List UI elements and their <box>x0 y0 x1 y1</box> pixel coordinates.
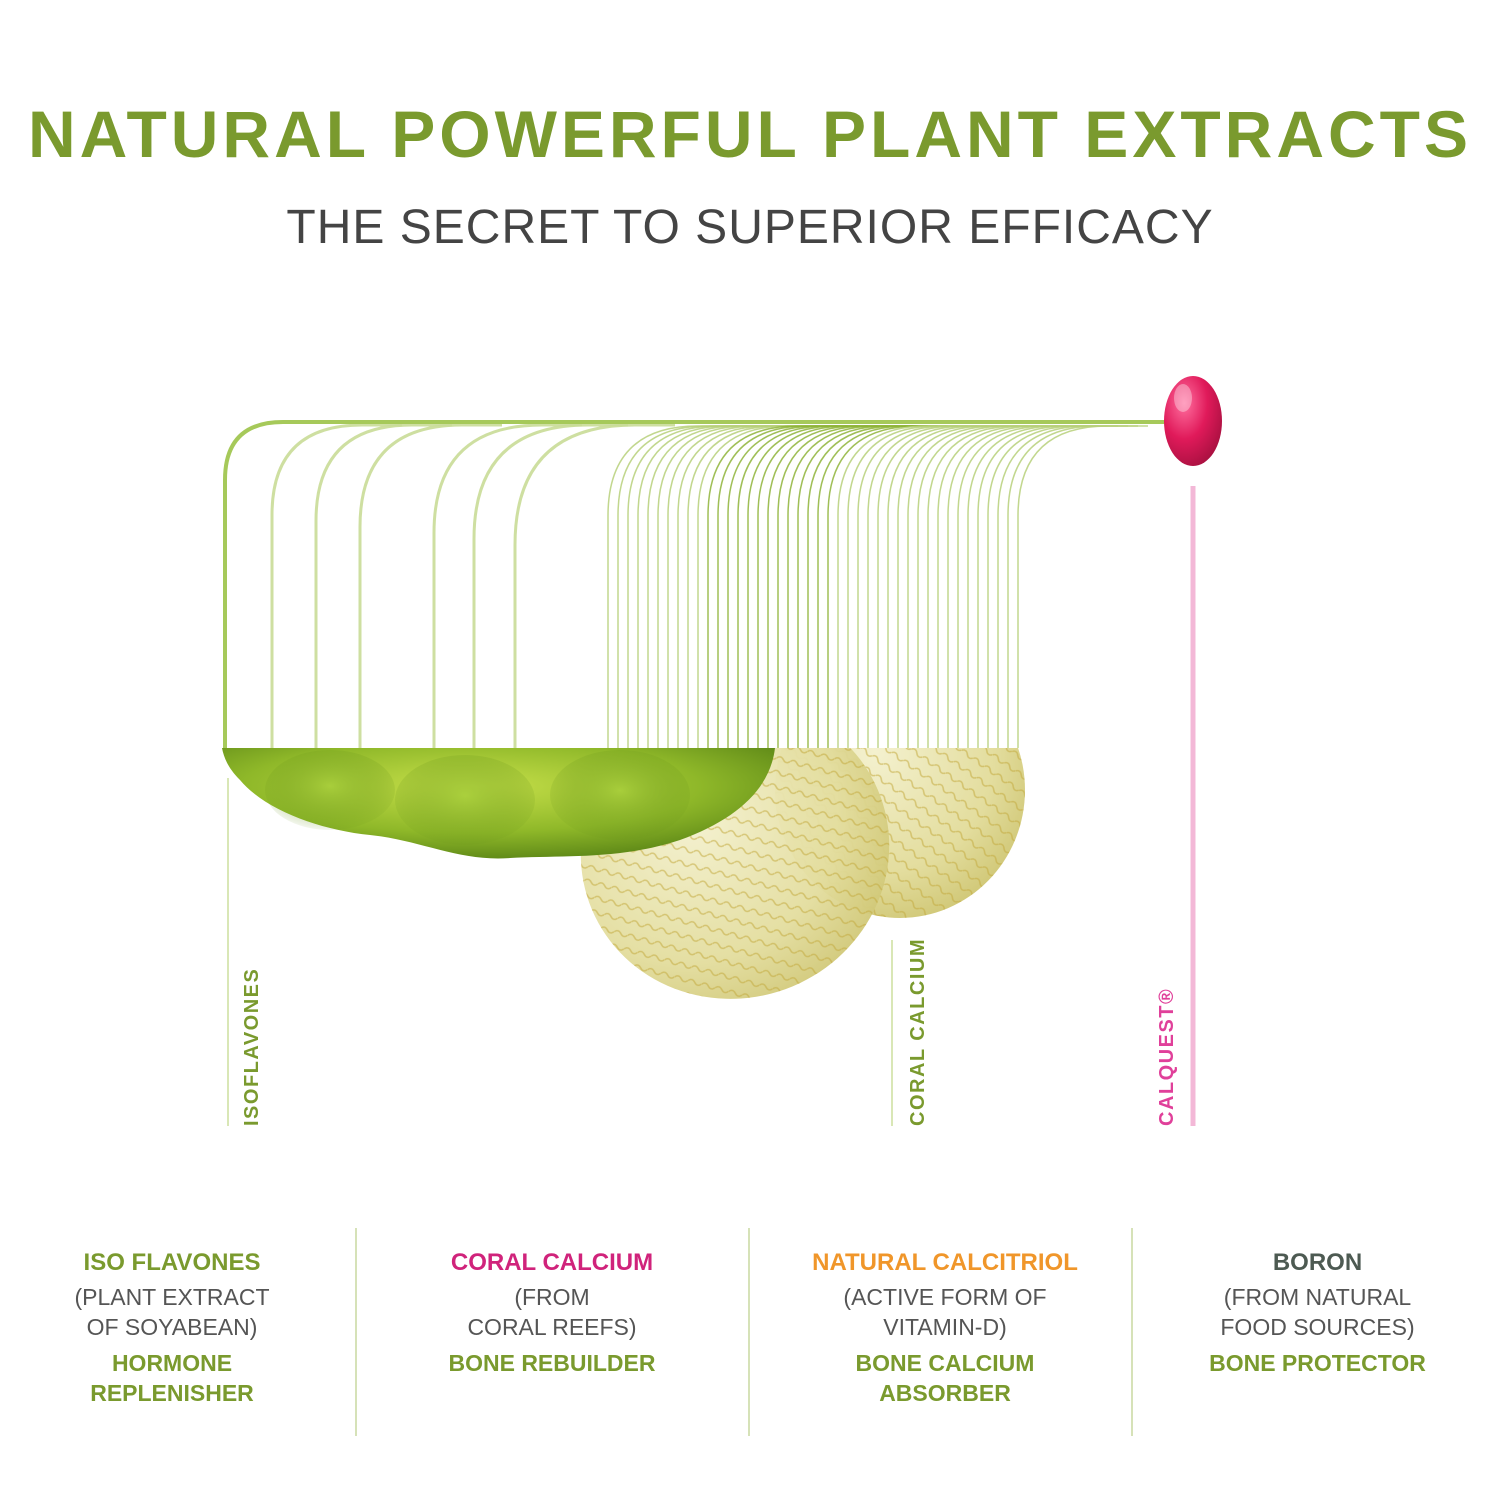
soybean-seed <box>550 750 690 840</box>
flow-line <box>787 425 918 748</box>
ingredient-column-boron: BORON (FROM NATURAL FOOD SOURCES) BONE P… <box>1160 1248 1475 1378</box>
ingredient-source: (FROM CORAL REEFS) <box>467 1284 637 1340</box>
flow-line <box>907 425 1038 748</box>
flow-line <box>917 425 1048 748</box>
flow-line <box>847 425 978 748</box>
flow-line <box>1007 425 1138 748</box>
flow-line <box>737 425 868 748</box>
capsule-highlight <box>1174 384 1192 412</box>
ingredient-source: (ACTIVE FORM OF VITAMIN-D) <box>843 1284 1047 1340</box>
flow-line <box>937 425 1068 748</box>
calquest-label: CALQUEST® <box>1156 988 1178 1126</box>
flow-line <box>877 425 1008 748</box>
flow-line <box>472 423 628 748</box>
ingredient-name: NATURAL CALCITRIOL <box>812 1249 1078 1276</box>
ingredient-name: ISO FLAVONES <box>83 1249 261 1276</box>
flow-line <box>1017 425 1148 748</box>
column-divider <box>748 1228 750 1436</box>
flow-line <box>987 425 1118 748</box>
flow-line <box>997 425 1128 748</box>
ingredient-role: BONE REBUILDER <box>448 1350 656 1376</box>
flow-line <box>358 423 502 748</box>
flow-line <box>967 425 1098 748</box>
ingredient-role: BONE CALCIUM ABSORBER <box>855 1350 1035 1406</box>
flow-line <box>797 425 928 748</box>
coral-calcium-label: CORAL CALCIUM <box>907 938 929 1126</box>
flow-line <box>677 425 808 748</box>
flow-line <box>867 425 998 748</box>
ingredient-role: HORMONE REPLENISHER <box>90 1350 254 1406</box>
flow-line <box>767 425 898 748</box>
ingredient-column-iso-flavones: ISO FLAVONES (PLANT EXTRACT OF SOYABEAN)… <box>22 1248 322 1408</box>
ingredient-column-natural-calcitriol: NATURAL CALCITRIOL (ACTIVE FORM OF VITAM… <box>780 1248 1110 1408</box>
ingredient-name: BORON <box>1272 1249 1363 1276</box>
column-divider <box>355 1228 357 1436</box>
flow-line <box>977 425 1108 748</box>
soybean-seed <box>395 755 535 845</box>
flow-line <box>667 425 798 748</box>
soybean-seed <box>265 750 395 830</box>
flow-line <box>887 425 1018 748</box>
flow-line <box>607 425 738 748</box>
flow-line <box>637 425 768 748</box>
extract-images <box>222 748 1025 999</box>
flow-line <box>727 425 858 748</box>
flow-line <box>777 425 908 748</box>
flow-line <box>513 423 675 748</box>
page-subtitle: THE SECRET TO SUPERIOR EFFICACY <box>286 201 1214 254</box>
flow-line <box>807 425 938 748</box>
flow-line <box>687 425 818 748</box>
flow-line <box>927 425 1058 748</box>
flow-line <box>697 425 828 748</box>
flow-line <box>957 425 1088 748</box>
flow-line <box>647 425 778 748</box>
flow-line <box>717 425 848 748</box>
flow-line <box>657 425 788 748</box>
flow-line <box>897 425 1028 748</box>
column-divider <box>1131 1228 1133 1436</box>
ingredient-role: BONE PROTECTOR <box>1209 1350 1426 1376</box>
flow-line <box>947 425 1078 748</box>
flow-line <box>270 423 402 748</box>
flow-lines <box>270 423 1148 748</box>
ingredient-source: (FROM NATURAL FOOD SOURCES) <box>1220 1284 1415 1340</box>
flow-line <box>617 425 748 748</box>
main-flow-line <box>223 420 1170 748</box>
ingredient-source: (PLANT EXTRACT OF SOYABEAN) <box>74 1284 270 1340</box>
flow-line <box>314 423 452 748</box>
page-title: NATURAL POWERFUL PLANT EXTRACTS <box>28 97 1472 171</box>
flow-line <box>627 425 758 748</box>
flow-line <box>707 425 838 748</box>
ingredient-name: CORAL CALCIUM <box>450 1249 654 1276</box>
flow-line <box>857 425 988 748</box>
flow-line <box>757 425 888 748</box>
flow-line <box>747 425 878 748</box>
isoflavones-label: ISOFLAVONES <box>241 968 263 1126</box>
flow-line <box>827 425 958 748</box>
ingredient-column-coral-calcium: CORAL CALCIUM (FROM CORAL REEFS) BONE RE… <box>392 1248 712 1378</box>
flow-line <box>432 423 582 748</box>
flow-line <box>817 425 948 748</box>
calquest-capsule <box>1164 376 1222 466</box>
flow-line <box>837 425 968 748</box>
